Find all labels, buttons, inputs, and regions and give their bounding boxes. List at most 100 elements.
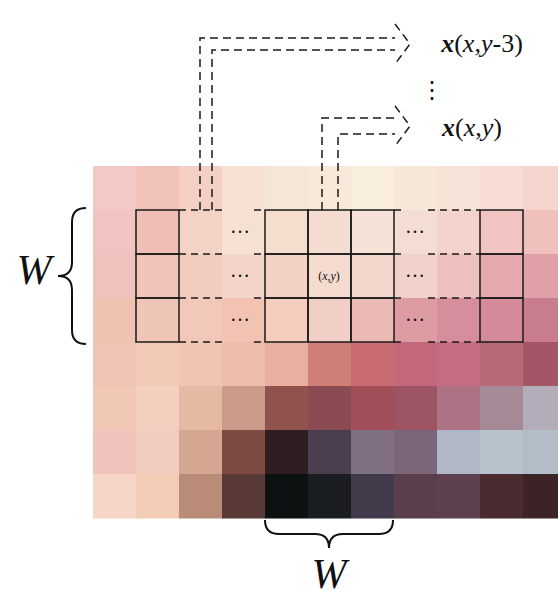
pixel xyxy=(179,430,223,475)
window-cell xyxy=(480,254,523,298)
pixel xyxy=(265,430,309,475)
dashed-line xyxy=(428,341,480,343)
label-glyph: W xyxy=(312,551,347,597)
curly-brace xyxy=(58,208,86,344)
pixel xyxy=(308,342,352,387)
pixel xyxy=(394,210,438,255)
pixel xyxy=(523,298,558,343)
label-glyph: y xyxy=(481,29,493,58)
label-glyph: ( xyxy=(455,113,464,142)
pixel xyxy=(480,298,524,343)
pixel xyxy=(437,474,481,519)
pixel xyxy=(265,254,309,299)
pixel xyxy=(308,298,352,343)
dashed-line xyxy=(179,253,226,255)
window-cell xyxy=(265,298,308,342)
pixel xyxy=(437,210,481,255)
pixel xyxy=(523,254,558,299)
pixel xyxy=(308,166,352,211)
window-cell xyxy=(136,254,179,298)
label-glyph: … xyxy=(405,215,425,237)
label-glyph: y xyxy=(331,269,336,283)
pixel xyxy=(394,166,438,211)
ellipsis: … xyxy=(230,260,250,280)
ellipsis: … xyxy=(405,260,425,280)
pixel xyxy=(437,342,481,387)
arrow-line xyxy=(395,24,410,64)
pixel xyxy=(351,166,395,211)
arrow-line xyxy=(322,118,395,210)
pixel xyxy=(437,166,481,211)
pixel xyxy=(437,430,481,475)
dashed-line xyxy=(394,209,402,211)
label-glyph: ( xyxy=(318,269,322,283)
dashed-line xyxy=(179,209,226,211)
ellipsis: … xyxy=(230,304,250,324)
pixel xyxy=(351,430,395,475)
pixel xyxy=(265,210,309,255)
pixel xyxy=(179,342,223,387)
arrow-line xyxy=(395,106,410,146)
pixel xyxy=(523,386,558,431)
pixel xyxy=(222,342,266,387)
pixel xyxy=(308,210,352,255)
label-glyph: W xyxy=(17,247,52,293)
label-glyph: ) xyxy=(493,113,502,142)
pixel xyxy=(93,342,137,387)
arrow-line xyxy=(338,134,395,210)
pixel xyxy=(437,298,481,343)
pixel xyxy=(136,254,180,299)
pixel xyxy=(136,166,180,211)
pixel xyxy=(437,254,481,299)
pixel xyxy=(222,210,266,255)
pixel xyxy=(394,386,438,431)
dashed-line xyxy=(254,341,265,343)
dashed-line xyxy=(428,209,480,211)
pixel xyxy=(480,166,524,211)
label-glyph: x xyxy=(322,269,327,283)
window-cell xyxy=(136,298,179,342)
pixel xyxy=(179,210,223,255)
window-outline xyxy=(136,210,523,342)
pixel xyxy=(179,474,223,519)
label-glyph: ⋮ xyxy=(420,77,444,103)
curly-brace xyxy=(265,520,393,548)
window-cell xyxy=(308,254,351,298)
window-cell xyxy=(265,210,308,254)
pixel xyxy=(222,386,266,431)
label-glyph: , xyxy=(475,113,482,142)
window-cell xyxy=(308,210,351,254)
pixel xyxy=(179,298,223,343)
pixel xyxy=(93,298,137,343)
pixel xyxy=(523,430,558,475)
dashed-arrow xyxy=(200,24,410,210)
pixel xyxy=(480,254,524,299)
pixel xyxy=(222,254,266,299)
label-glyph: x xyxy=(463,29,475,58)
pixel xyxy=(308,474,352,519)
dashed-line xyxy=(179,341,226,343)
center-pixel-label: (x,y) xyxy=(318,270,340,282)
label-glyph: x xyxy=(464,113,476,142)
pixel xyxy=(480,210,524,255)
label-glyph: ( xyxy=(454,29,463,58)
pixel xyxy=(523,210,558,255)
pixel xyxy=(136,298,180,343)
label-glyph: ) xyxy=(336,269,340,283)
pixel xyxy=(394,254,438,299)
brace xyxy=(58,208,393,548)
dashed-line xyxy=(394,253,402,255)
pixel xyxy=(179,254,223,299)
window-cell xyxy=(265,254,308,298)
pixel xyxy=(136,386,180,431)
pixel xyxy=(179,386,223,431)
dashed-line xyxy=(428,253,480,255)
ellipsis: … xyxy=(405,216,425,236)
pixel xyxy=(394,474,438,519)
label-glyph: - xyxy=(492,29,501,58)
dashed-row-lines xyxy=(179,210,480,342)
pixel xyxy=(308,386,352,431)
pixel xyxy=(93,430,137,475)
